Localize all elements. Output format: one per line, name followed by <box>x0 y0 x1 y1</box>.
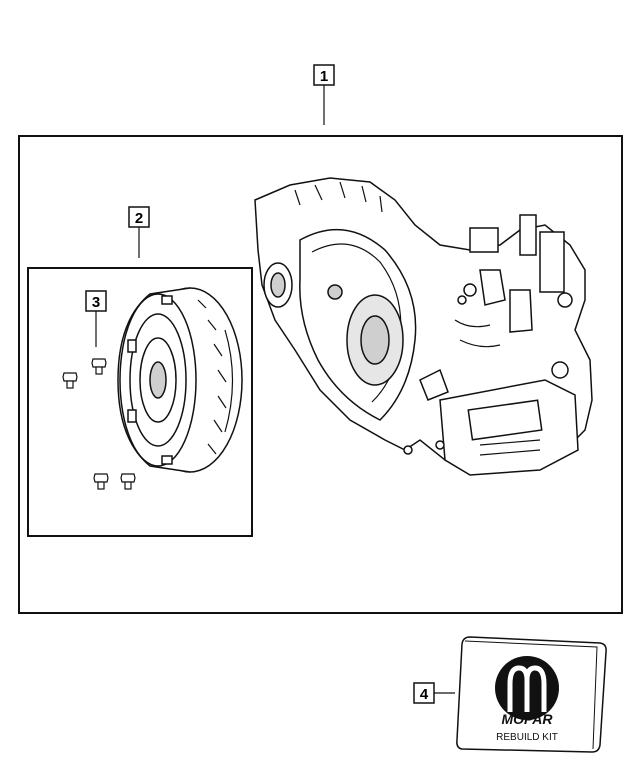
torque-converter-frame <box>27 267 253 537</box>
transmission-assembly-drawing <box>254 177 593 476</box>
callout-2-label: 2 <box>135 210 143 227</box>
bolt-icon <box>93 473 109 490</box>
callout-4-label: 4 <box>420 686 429 703</box>
callout-1-label: 1 <box>320 68 328 85</box>
callout-3[interactable]: 3 <box>85 290 107 347</box>
callout-3-label: 3 <box>92 294 100 311</box>
rebuild-kit-box: MOPAR REBUILD KIT <box>456 636 607 753</box>
bolt-icon <box>120 473 136 490</box>
kit-label-text: REBUILD KIT <box>496 732 558 743</box>
mopar-m-logo <box>495 656 559 720</box>
torque-converter-drawing <box>117 287 243 473</box>
callout-4[interactable]: 4 <box>413 682 455 704</box>
callout-1[interactable]: 1 <box>313 64 335 125</box>
bolt-icon <box>91 358 107 375</box>
kit-brand-text: MOPAR <box>501 711 553 727</box>
bolt-icon <box>62 372 78 389</box>
callout-2[interactable]: 2 <box>128 206 150 258</box>
assembly-frame <box>18 135 623 614</box>
